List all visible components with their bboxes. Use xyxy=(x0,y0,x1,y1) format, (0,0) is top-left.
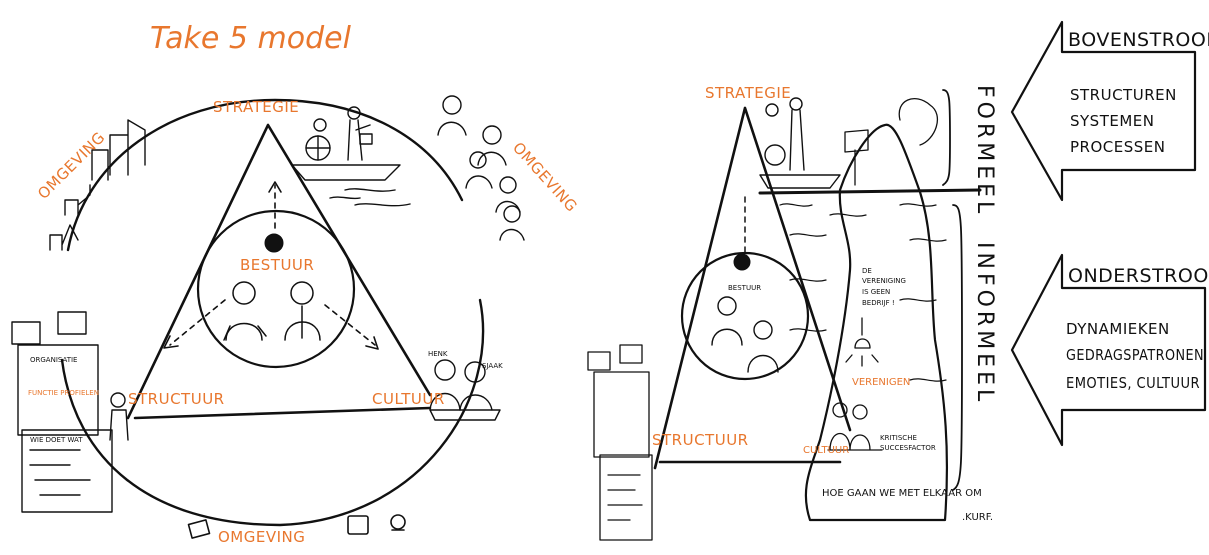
doc-label-organisatie: ORGANISATIE xyxy=(30,356,77,364)
label-bestuur-left: BESTUUR xyxy=(240,256,314,274)
leader-head-right-icon xyxy=(733,253,751,271)
onderstroom-item-dynamieken: DYNAMIEKEN xyxy=(1066,320,1170,338)
outer-circle xyxy=(60,98,485,527)
arrowhead-right xyxy=(365,336,379,350)
label-omgeving-right: OMGEVING xyxy=(509,139,581,216)
label-strategie-right: STRATEGIE xyxy=(705,84,791,102)
quote-line-2: VERENIGING xyxy=(862,277,906,285)
doc-label-wie-doet-wat: WIE DOET WAT xyxy=(30,436,83,444)
onderstroom-item-gedragspatronen: GEDRAGSPATRONEN xyxy=(1066,346,1204,364)
culture-people-right-icon xyxy=(827,402,883,451)
waterline xyxy=(758,188,982,195)
quote-line-3: IS GEEN xyxy=(862,288,890,296)
person-label-sjaak: SJAAK xyxy=(482,362,503,370)
label-verenigen: VERENIGEN xyxy=(852,377,910,388)
person-label-henk: HENK xyxy=(428,350,448,358)
tablet-icon xyxy=(347,515,369,535)
bovenstroom-arrow xyxy=(1010,20,1197,202)
people-right-icon xyxy=(711,296,779,373)
document-right-icon xyxy=(587,344,653,541)
bovenstroom-heading: BOVENSTROOM xyxy=(1068,29,1209,51)
ship-right-icon xyxy=(759,97,841,189)
bottom-text: HOE GAAN WE MET ELKAAR OM xyxy=(822,488,982,499)
leader-head-icon xyxy=(264,233,284,253)
audience-people-icon xyxy=(437,95,525,241)
label-omgeving-left: OMGEVING xyxy=(34,128,109,203)
bovenstroom-item-processen: PROCESSEN xyxy=(1070,138,1165,156)
arrowhead-left xyxy=(163,335,179,349)
kritische-line-2: SUCCESFACTOR xyxy=(880,444,936,452)
onderstroom-item-emoties: EMOTIES, CULTUUR xyxy=(1066,374,1200,392)
informeel-bracket xyxy=(952,204,963,491)
onderstroom-heading: ONDERSTROOM xyxy=(1068,265,1209,287)
waves xyxy=(779,203,947,382)
iceberg-icon xyxy=(804,123,949,522)
triangle-right xyxy=(653,106,852,470)
label-omgeving-bottom: OMGEVING xyxy=(218,528,305,546)
kritische-line-1: KRITISCHE xyxy=(880,434,917,442)
bestuur-circle-right xyxy=(680,251,810,381)
dashed-arrow-left xyxy=(169,299,226,346)
label-bestuur-right: BESTUUR xyxy=(728,284,761,292)
right-diagram xyxy=(587,20,1207,541)
skyline-icon xyxy=(49,119,146,251)
phone-icon xyxy=(390,514,406,531)
label-formeel: FORMEEL xyxy=(972,85,997,217)
people-icon xyxy=(223,281,321,341)
document-icon xyxy=(11,311,129,513)
title: Take 5 model xyxy=(150,21,352,56)
onderstroom-arrow xyxy=(1010,253,1207,447)
formeel-bracket xyxy=(942,89,951,186)
envelope-icon xyxy=(187,519,211,539)
left-diagram: Take 5 model xyxy=(11,21,525,539)
flag-icon xyxy=(844,98,939,186)
bestuur-circle xyxy=(196,209,356,369)
label-cultuur-right: CULTUUR xyxy=(803,445,849,456)
signature: .KURF. xyxy=(962,512,993,523)
label-cultuur-left: CULTUUR xyxy=(372,390,445,408)
doc-label-functieprofielen: FUNCTIE PROFIELEN xyxy=(28,389,99,397)
bovenstroom-item-structuren: STRUCTUREN xyxy=(1070,86,1177,104)
label-structuur-right: STRUCTUUR xyxy=(652,431,749,449)
label-informeel: INFORMEEL xyxy=(972,242,997,405)
culture-people-icon xyxy=(429,359,501,421)
ship-icon xyxy=(291,106,411,207)
label-structuur-left: STRUCTUUR xyxy=(128,390,225,408)
lamp-icon xyxy=(845,317,879,367)
bovenstroom-item-systemen: SYSTEMEN xyxy=(1070,112,1155,130)
arrowhead-up xyxy=(268,181,282,193)
label-strategie-left: STRATEGIE xyxy=(213,98,299,116)
dashed-arrow-right xyxy=(324,304,376,346)
quote-line-4: BEDRIJF ! xyxy=(862,299,895,307)
quote-line-1: DE xyxy=(862,267,872,275)
